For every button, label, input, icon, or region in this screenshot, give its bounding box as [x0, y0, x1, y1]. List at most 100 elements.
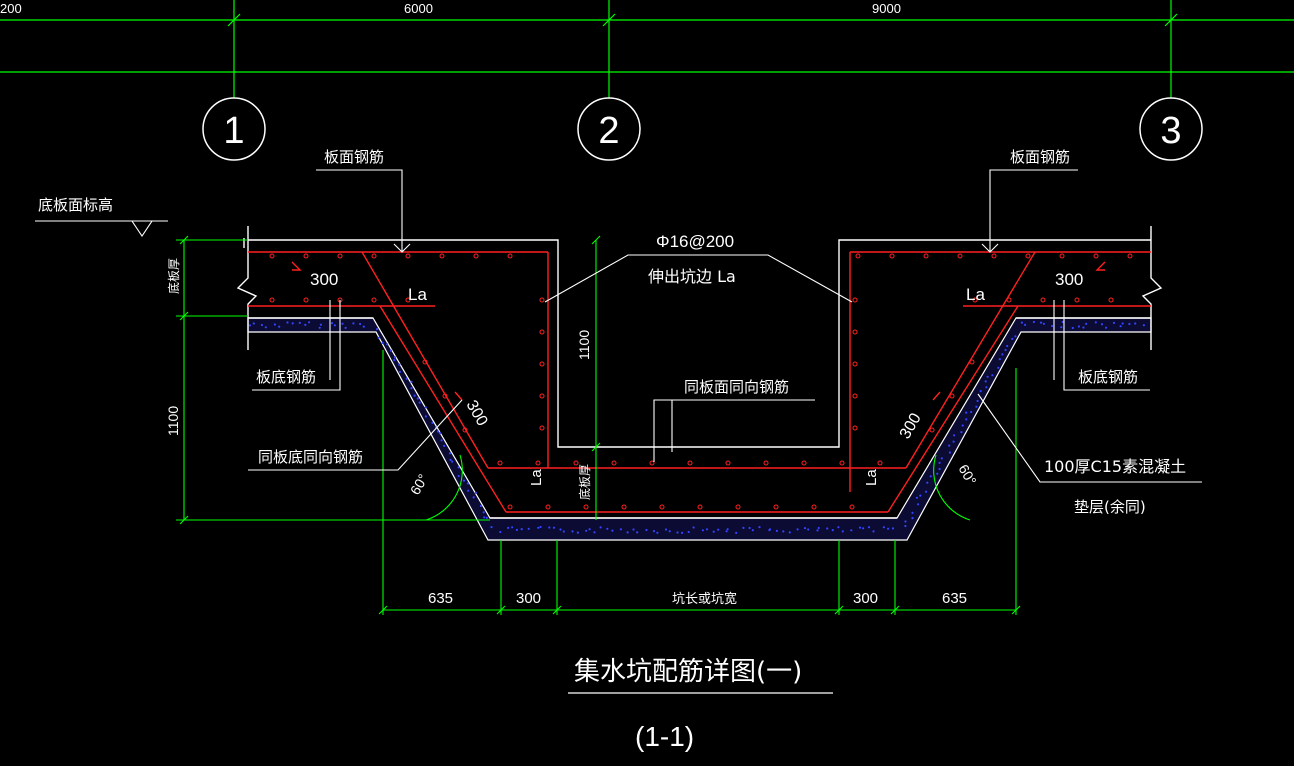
rebar-section-dot: [949, 393, 955, 399]
rebar-section-dot: [725, 460, 731, 466]
rebar-section-dot: [507, 253, 513, 259]
rebar-section-dot: [852, 329, 858, 335]
hatch-dot: [472, 496, 475, 499]
hatch-dot: [376, 328, 379, 331]
bottom-dim-635-right: 635: [942, 590, 967, 607]
top-dim-9000: 9000: [872, 1, 901, 16]
hatch-dot: [961, 424, 964, 427]
hatch-dot: [796, 528, 799, 531]
hatch-dot: [1042, 322, 1045, 325]
hatch-dot: [515, 528, 519, 532]
cushion-label-line1: 100厚C15素混凝土: [1044, 457, 1186, 476]
hatch-dot: [917, 503, 920, 506]
rebar-section-dot: [763, 460, 769, 466]
hatch-dot: [344, 326, 347, 329]
rebar-section-dot: [852, 425, 858, 431]
rebar-section-dot: [611, 460, 617, 466]
hatch-dot: [377, 336, 380, 339]
rebar-section-dot: [697, 504, 703, 510]
rebar-section-dot: [923, 253, 929, 259]
dimension-lines: [176, 235, 1021, 615]
hatch-dot: [803, 527, 807, 530]
hatch-dot: [318, 326, 321, 329]
hatch-dot: [443, 444, 446, 447]
extend-pit-label: 伸出坑边 La: [648, 267, 736, 286]
hatch-dot: [1071, 326, 1074, 330]
hatch-dot: [467, 489, 470, 492]
hatch-dot: [788, 531, 791, 534]
rebar-section-dot: [852, 393, 858, 399]
hatch-dot: [952, 440, 955, 443]
hatch-dot: [998, 358, 1001, 361]
rebar-section-dot: [405, 297, 411, 303]
hatch-dot: [656, 531, 659, 534]
hatch-dot: [915, 496, 919, 499]
hatch-dot: [938, 467, 941, 471]
hatch-dot: [692, 526, 695, 529]
hatch-dot: [537, 526, 540, 529]
angle-label-left: 60°: [407, 471, 431, 497]
slab-top-rebar-label-right: 板面钢筋: [1010, 148, 1070, 166]
rebar-section-dot: [773, 504, 779, 510]
hatch-dot: [393, 359, 396, 362]
hatch-dot: [485, 516, 488, 520]
same-as-top-rebar-label: 同板面同向钢筋: [684, 378, 789, 396]
hatch-dot: [948, 444, 951, 447]
hatch-dot: [424, 406, 427, 409]
hatch-dot: [1032, 320, 1035, 324]
hatch-dot: [559, 528, 562, 531]
hatch-dot: [975, 405, 978, 408]
hatch-dot: [405, 377, 408, 380]
pit-outline: [236, 226, 1163, 519]
hatch-dot: [1051, 324, 1054, 328]
drawing-title: 集水坑配筋详图(一): [574, 657, 802, 687]
hatch-dot: [775, 529, 779, 533]
hatch-dot: [490, 526, 493, 529]
hatch-dot: [911, 511, 914, 514]
rebar-section-dot: [1108, 297, 1114, 303]
rebar-section-dot: [303, 297, 309, 303]
hatch-dot: [970, 410, 973, 414]
hatch-dot: [725, 530, 728, 533]
hatch-dot: [510, 526, 514, 529]
rebar-section-dot: [991, 253, 997, 259]
hatch-dot: [976, 399, 979, 403]
hatch-dot: [286, 321, 289, 324]
hatch-dot: [705, 528, 709, 531]
hatch-dot: [352, 322, 355, 325]
hatch-dot: [552, 526, 556, 529]
hatch-dot: [742, 526, 745, 530]
dim-300-top-left: 300: [310, 270, 338, 289]
hatch-dot: [381, 341, 384, 344]
rebar-section-dot: [801, 460, 807, 466]
rebar-section-dot: [405, 253, 411, 259]
bottom-dim-300-right: 300: [853, 590, 878, 607]
same-as-bottom-rebar-label: 同板底同向钢筋: [258, 448, 363, 466]
hatch-dot: [1077, 325, 1080, 328]
hatch-dot: [424, 415, 427, 418]
hatch-dot: [619, 528, 623, 531]
rebar-section-dot: [969, 359, 975, 365]
hatch-dot: [831, 529, 834, 532]
hatch-dot: [887, 527, 890, 530]
hatch-dot: [668, 530, 671, 533]
hatch-dot: [466, 482, 469, 485]
hatch-dot: [862, 527, 865, 530]
hatch-dot: [850, 529, 853, 532]
rebar-section-dot: [1006, 297, 1012, 303]
hatch-dot: [319, 323, 322, 326]
hatch-dot: [904, 524, 907, 528]
rebar-section-dot: [839, 460, 845, 466]
hatch-dot: [418, 401, 421, 404]
hatch-dot: [858, 526, 862, 529]
depth-dim-center: 1100: [576, 330, 592, 360]
angle-label-right: 60°: [955, 462, 979, 488]
hatch-dot: [389, 349, 392, 352]
hatch-dot: [410, 380, 413, 383]
hatch-dot: [606, 527, 609, 530]
hatch-dot: [1006, 344, 1009, 348]
hatch-dot: [451, 460, 454, 463]
leader-lines: [35, 169, 1202, 483]
rebar-section-dot: [337, 253, 343, 259]
hatch-dot: [1142, 324, 1145, 327]
